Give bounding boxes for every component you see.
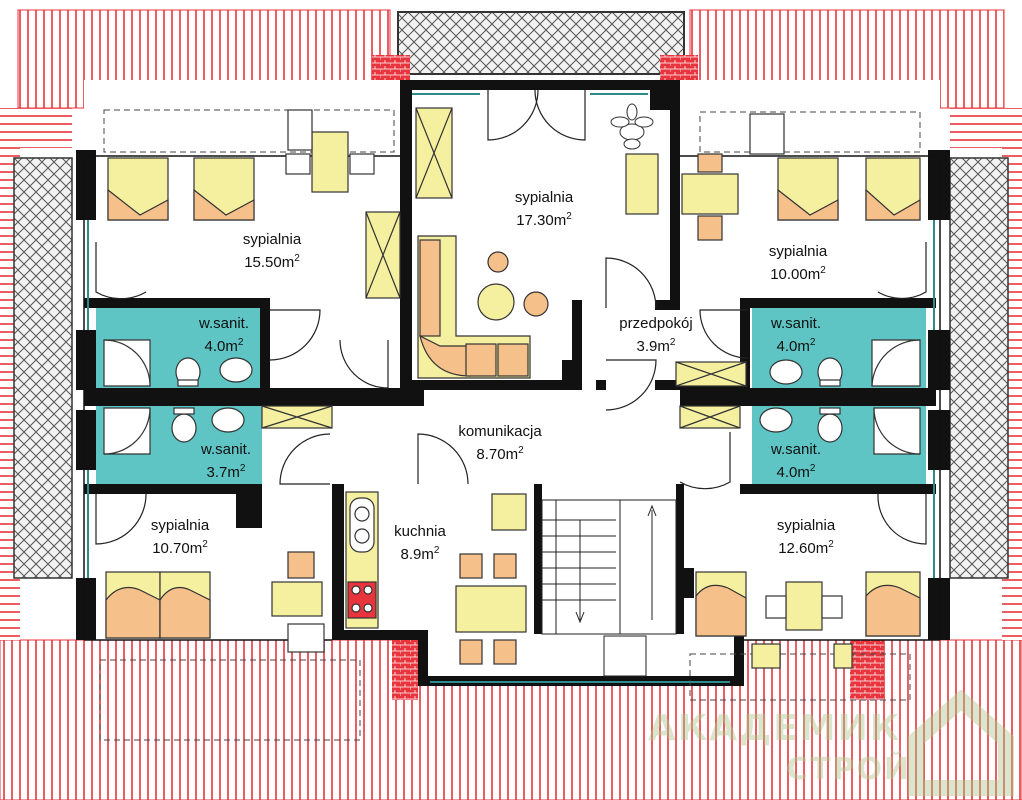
room-label-hallway: przedpokój 3.9m2 xyxy=(619,315,693,355)
room-label-bedroom-tr: sypialnia 10.00m2 xyxy=(768,243,828,283)
door-swings xyxy=(95,89,927,545)
watermark-logo-icon xyxy=(908,690,1014,796)
beds xyxy=(105,157,921,639)
skylight-outlines xyxy=(99,109,921,741)
room-label-bath-l2: w.sanit. 3.7m2 xyxy=(200,441,252,481)
plant-icon xyxy=(610,103,654,150)
room-label-bedroom-bl: sypialnia 10.70m2 xyxy=(150,517,210,557)
wardrobes xyxy=(261,107,747,429)
watermark-line1: АКАДЕМИК xyxy=(648,708,902,749)
room-label-bath-r1: w.sanit. 4.0m2 xyxy=(770,315,822,355)
room-label-bath-r2: w.sanit. 4.0m2 xyxy=(770,441,822,481)
staircase xyxy=(541,499,677,677)
kitchen-counter xyxy=(345,491,379,629)
watermark-line2: СТРОЙ xyxy=(786,752,912,787)
outer-outline xyxy=(83,155,941,641)
sofa-set xyxy=(417,235,549,379)
windows xyxy=(87,93,935,683)
room-label-bedroom-center: sypialnia 17.30m2 xyxy=(514,189,574,229)
room-label-corridor: komunikacja 8.70m2 xyxy=(458,423,542,463)
sanitary-fixtures xyxy=(103,339,921,455)
room-label-bedroom-br: sypialnia 12.60m2 xyxy=(776,517,836,557)
balcony-lattice xyxy=(13,11,1009,579)
room-label-bedroom-tl: sypialnia 15.50m2 xyxy=(242,231,302,271)
room-label-bath-l1: w.sanit. 4.0m2 xyxy=(198,315,250,355)
tables-chairs xyxy=(271,109,853,669)
room-label-kitchen: kuchnia 8.9m2 xyxy=(394,523,446,563)
